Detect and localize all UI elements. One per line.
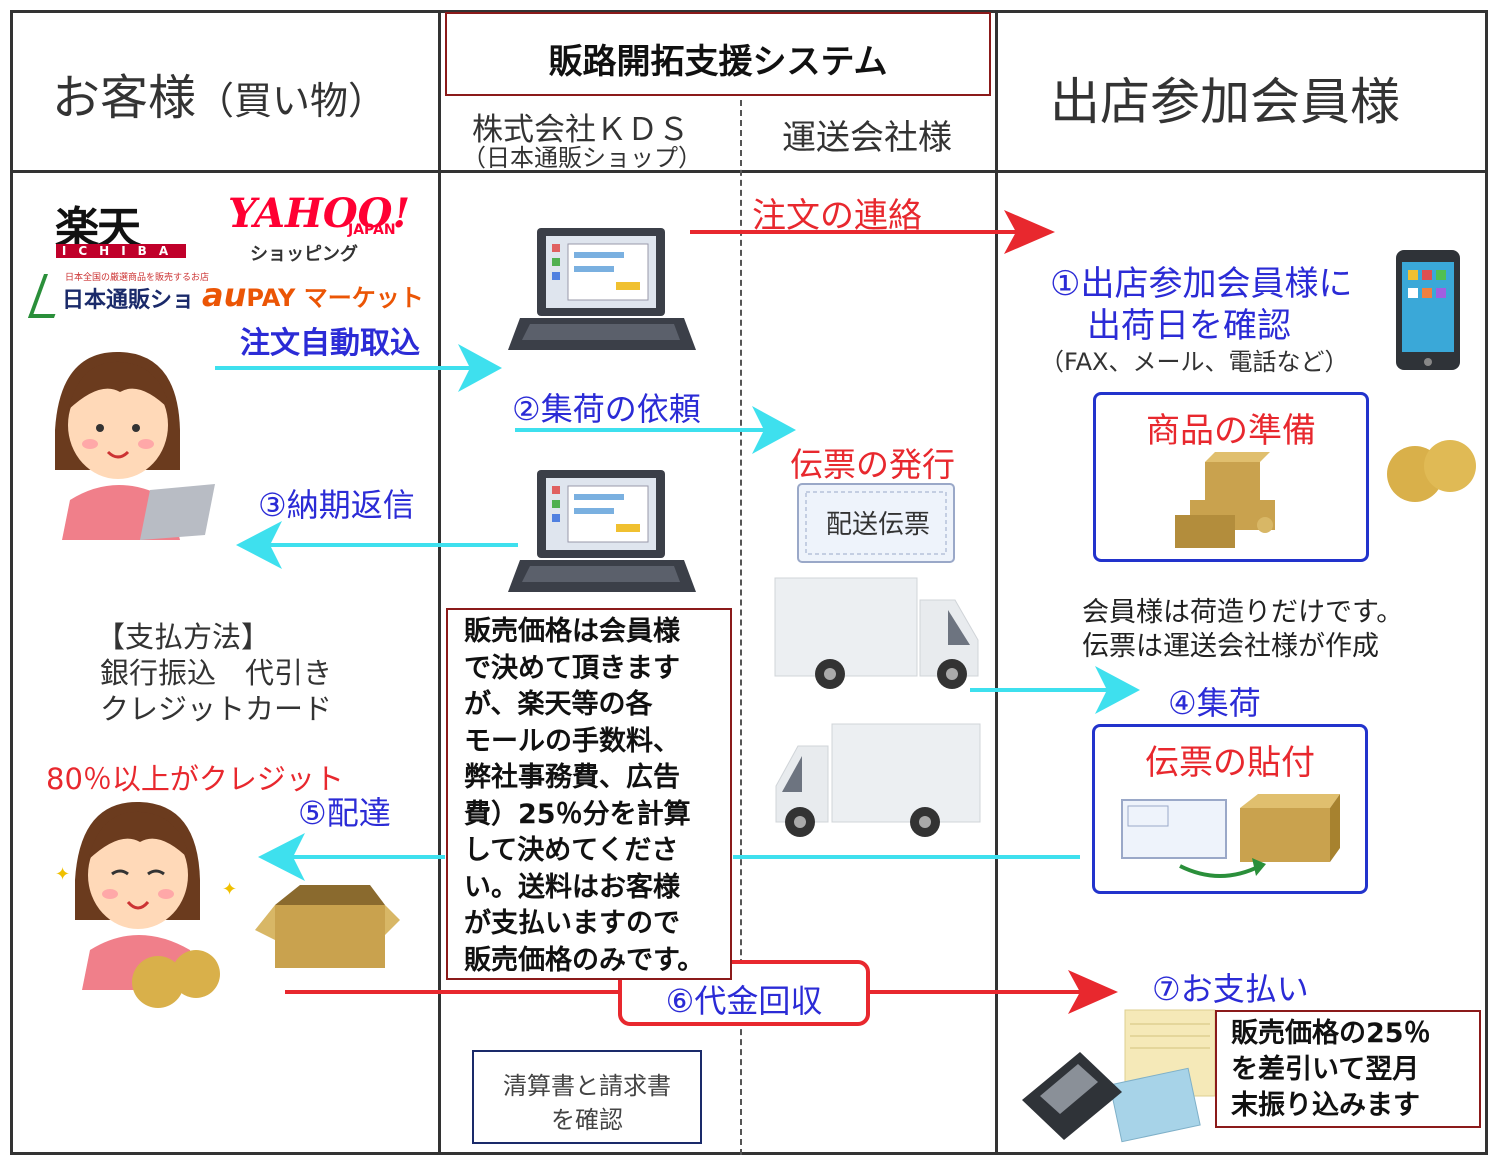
credit-note: 80％以上がクレジット xyxy=(46,762,344,796)
price-note-line: 弊社事務費、広告 xyxy=(464,762,680,793)
yahoo-logo-shopping: ショッピング xyxy=(250,244,358,265)
settlement-line1: 清算書と請求書 xyxy=(503,1072,671,1100)
step3-arrow xyxy=(236,521,518,569)
payment-line1: 銀行振込 代引き xyxy=(100,656,333,690)
pear-icon xyxy=(1387,440,1476,502)
step5-arrow xyxy=(258,833,1080,881)
customer-icon xyxy=(55,351,215,540)
price-note-line: で決めて頂きます xyxy=(464,652,680,684)
yahoo-logo: YAHOO! xyxy=(228,190,411,237)
payout-note-line: 末振り込みます xyxy=(1231,1090,1420,1121)
price-note-line: い。送料はお客様 xyxy=(464,871,680,903)
step6-label: ⑥代金回収 xyxy=(665,982,823,1020)
auto-import-arrow xyxy=(215,344,502,392)
step3-label: ③納期返信 xyxy=(258,486,415,524)
step1-line2: 出荷日を確認 xyxy=(1087,306,1291,346)
box-icon xyxy=(255,885,400,968)
step4-label: ④集荷 xyxy=(1168,684,1261,722)
header-kds-sub: （日本通販ショップ） xyxy=(462,144,702,172)
member-note-line1: 会員様は荷造りだけです。 xyxy=(1082,597,1404,628)
header-customer-sub: （買い物） xyxy=(196,79,387,123)
auto-import-label: 注文自動取込 xyxy=(240,326,420,361)
svg-text:✦: ✦ xyxy=(55,864,70,885)
col-divider-right xyxy=(995,10,998,1155)
price-note-line: モールの手数料、 xyxy=(464,725,680,757)
system-title: 販路開拓支援システム xyxy=(548,42,888,82)
slip-attach-label: 伝票の貼付 xyxy=(1145,743,1315,783)
payout-note-box: 販売価格の25％ を差引いて翌月 末振り込みます xyxy=(1215,1010,1481,1128)
au-pay-text: PAY マーケット xyxy=(246,284,424,312)
step1-line1: ①出店参加会員様に xyxy=(1050,264,1353,304)
step7-label: ⑦お支払い xyxy=(1152,970,1309,1008)
rakuten-logo-sub: ICHIBA xyxy=(56,244,186,258)
header-divider xyxy=(10,170,1488,173)
member-note-line2: 伝票は運送会社様が作成 xyxy=(1082,631,1379,662)
yahoo-logo-japan: JAPAN xyxy=(348,222,396,238)
frame-left xyxy=(10,10,13,1155)
payment-line2: クレジットカード xyxy=(100,692,333,726)
step1-note: （FAX、メール、電話など） xyxy=(1040,348,1349,376)
payout-note-line: を差引いて翌月 xyxy=(1231,1054,1420,1085)
col-divider-dashed xyxy=(740,100,742,1155)
system-title-box: 販路開拓支援システム xyxy=(445,12,991,96)
delivery-slip-icon xyxy=(797,483,955,563)
step5-label: ⑤配達 xyxy=(298,794,391,832)
step2-arrow xyxy=(515,406,796,454)
header-customer: お客様（買い物） xyxy=(52,58,386,128)
laptop-icon xyxy=(508,228,696,350)
price-note-box: 販売価格は会員様 で決めて頂きます が、楽天等の各 モールの手数料、 弊社事務費… xyxy=(446,608,732,980)
product-prep-box: 商品の準備 xyxy=(1093,392,1369,562)
payment-title: 【支払方法】 xyxy=(96,620,271,654)
step2-label: ②集荷の依頼 xyxy=(512,390,701,428)
truck-icon xyxy=(775,723,981,837)
settlement-box: 清算書と請求書 を確認 xyxy=(472,1050,702,1144)
truck-icon xyxy=(774,577,979,689)
boxes-icon xyxy=(1175,452,1275,548)
slip-issue-label: 伝票の発行 xyxy=(790,445,955,484)
slip-text: 配送伝票 xyxy=(826,510,931,540)
settlement-line2: を確認 xyxy=(551,1106,623,1134)
laptop-icon xyxy=(508,470,696,592)
header-kds-name: 株式会社ＫＤＳ xyxy=(472,112,689,148)
payment-arrow xyxy=(285,970,1118,1014)
au-logo: au xyxy=(202,276,247,314)
order-contact-label: 注文の連絡 xyxy=(752,196,922,236)
frame-right xyxy=(1485,10,1488,1155)
col-divider-left xyxy=(438,10,441,1155)
product-prep-label: 商品の準備 xyxy=(1146,411,1316,451)
price-note-line: 販売価格は会員様 xyxy=(464,616,680,647)
header-carrier: 運送会社様 xyxy=(782,118,952,158)
header-customer-title: お客様 xyxy=(52,70,197,126)
price-note-line: して決めてくださ xyxy=(464,835,679,866)
price-note-line: が、楽天等の各 xyxy=(464,689,653,720)
step4-arrow xyxy=(970,666,1140,714)
price-note-line: 販売価格のみです。 xyxy=(464,944,705,976)
step6-box: ⑥代金回収 xyxy=(618,960,870,1026)
slip-attach-box: 伝票の貼付 xyxy=(1092,724,1368,894)
payout-note-line: 販売価格の25％ xyxy=(1231,1018,1431,1049)
svg-text:✦: ✦ xyxy=(222,879,237,900)
frame-bottom xyxy=(10,1152,1488,1155)
order-contact-arrow xyxy=(690,210,1055,254)
nihon-tsuhan-logo: 日本通販ショップ xyxy=(62,288,190,313)
nihon-tsuhan-tag: 日本全国の厳選商品を販売するお店 xyxy=(65,273,210,283)
frame-top xyxy=(10,10,1488,13)
price-note-line: が支払いますので xyxy=(464,908,680,939)
smartphone-icon xyxy=(1396,250,1460,370)
slip-attach-icon xyxy=(1121,794,1340,878)
price-note-line: 費）25％分を計算 xyxy=(464,798,691,830)
header-member: 出店参加会員様 xyxy=(1050,73,1400,131)
customer-icon: ✦ ✦ xyxy=(55,801,237,1008)
au-pay-logo: auPAY マーケット xyxy=(202,276,424,314)
calculator-icon xyxy=(1022,1009,1216,1143)
